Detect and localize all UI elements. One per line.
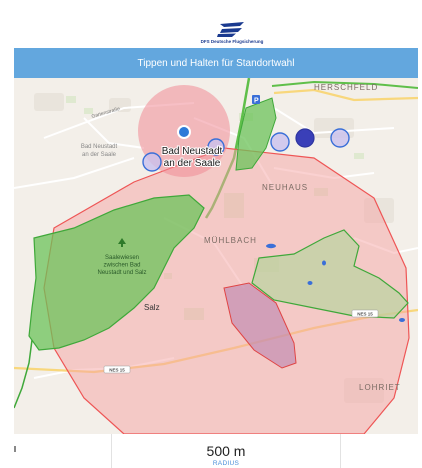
svg-text:NES 15: NES 15: [109, 368, 125, 373]
small-marker[interactable]: [322, 260, 326, 266]
radius-value[interactable]: 500 m: [206, 443, 246, 459]
label-herschfeld: HERSCHFELD: [314, 83, 378, 92]
location-hint-banner[interactable]: Tippen und Halten für Standortwahl: [14, 48, 418, 78]
road-badge-nes15-east: NES 15: [351, 309, 379, 318]
airspace-marker[interactable]: [142, 152, 162, 172]
nature-reserve-north[interactable]: [235, 97, 277, 171]
radius-caption: RADIUS: [212, 460, 240, 467]
footer-divider: [340, 434, 341, 468]
radius-footer: 500 m RADIUS: [0, 434, 422, 468]
airspace-marker-selected[interactable]: [295, 128, 315, 148]
dfs-logo-text: DFS Deutsche Flugsicherung: [200, 39, 264, 44]
map-view[interactable]: P NES 15 NES 15 HERSCHFELD Gartenstraße …: [14, 78, 418, 434]
tree-icon: [118, 238, 126, 244]
svg-text:P: P: [254, 98, 259, 105]
map-canvas[interactable]: P NES 15 NES 15 HERSCHFELD Gartenstraße …: [14, 78, 418, 434]
svg-text:NES 15: NES 15: [357, 312, 373, 317]
nature-reserve-saalewiesen[interactable]: [28, 194, 205, 351]
current-location-dot: [179, 127, 189, 137]
dfs-logo: DFS Deutsche Flugsicherung: [196, 20, 268, 48]
parking-icon: [252, 95, 260, 104]
airspace-marker[interactable]: [270, 132, 290, 152]
nature-reserve-east[interactable]: [251, 229, 409, 319]
restricted-zone-inner[interactable]: [223, 282, 297, 369]
airspace-marker[interactable]: [207, 138, 225, 156]
dfs-logo-icon: [217, 22, 244, 37]
label-lohriet: LOHRIET: [359, 383, 401, 392]
label-muhlbach: MÜHLBACH: [204, 236, 257, 245]
app-header: DFS Deutsche Flugsicherung: [0, 0, 422, 48]
small-marker[interactable]: [307, 281, 313, 285]
airspace-marker[interactable]: [330, 128, 350, 148]
road-badge-nes15-west: NES 15: [103, 365, 131, 374]
label-neuhaus: NEUHAUS: [262, 183, 308, 192]
footer-divider: [111, 434, 112, 468]
label-salz: Salz: [144, 303, 160, 312]
small-marker[interactable]: [399, 318, 405, 322]
scroll-indicator: [14, 446, 16, 452]
small-marker[interactable]: [266, 243, 276, 249]
